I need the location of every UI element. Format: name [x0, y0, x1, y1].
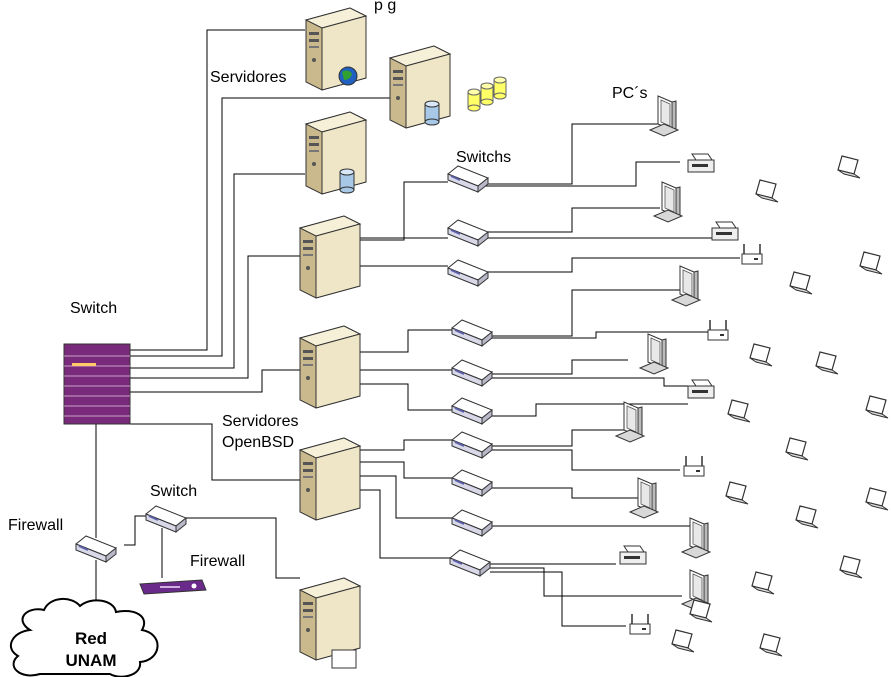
cloud-label-red: Red	[74, 629, 108, 648]
wireless-ap-icon	[629, 613, 651, 635]
laptop-icon	[837, 155, 861, 179]
document-icon	[331, 649, 357, 669]
switch-icon	[451, 509, 493, 537]
monitor-icon	[681, 517, 711, 559]
laptop-icon	[689, 599, 713, 623]
printer-icon	[687, 379, 715, 399]
database-icon	[467, 76, 507, 112]
switch-icon	[451, 397, 493, 425]
monitor-icon	[653, 181, 683, 223]
server-icon	[299, 577, 361, 661]
wireless-ap-icon	[683, 455, 705, 477]
server-icon	[299, 437, 361, 521]
switch-icon	[451, 319, 493, 347]
switch-icon	[451, 431, 493, 459]
globe-icon	[338, 66, 358, 86]
laptop-icon	[725, 481, 749, 505]
cloud-icon	[9, 598, 159, 677]
server-icon	[389, 45, 451, 129]
laptop-icon	[727, 399, 751, 423]
database-icon	[424, 100, 440, 126]
label-firewall-device: Firewall	[190, 553, 246, 570]
label-pcs: PC´s	[612, 85, 648, 102]
laptop-icon	[865, 487, 889, 511]
connection-lines	[95, 29, 740, 627]
switch-icon	[447, 165, 489, 193]
switch-icon	[447, 259, 489, 287]
wireless-ap-icon	[741, 243, 763, 265]
laptop-icon	[671, 629, 695, 653]
printer-icon	[619, 545, 647, 565]
server-icon	[299, 325, 361, 409]
label-openbsd: OpenBSD	[222, 434, 295, 451]
label-switchs: Switchs	[456, 149, 512, 166]
laptop-icon	[755, 179, 779, 203]
switch-icon	[451, 469, 493, 497]
monitor-icon	[649, 95, 679, 137]
laptop-icon	[839, 555, 863, 579]
firewall-icon	[75, 535, 117, 563]
server-icon	[299, 215, 361, 299]
label-servidores-openbsd: Servidores	[222, 413, 299, 430]
laptop-icon	[759, 633, 783, 657]
printer-icon	[687, 153, 715, 173]
laptop-icon	[749, 343, 773, 367]
switch-icon	[447, 219, 489, 247]
label-firewall-left: Firewall	[8, 517, 64, 534]
label-servidores: Servidores	[210, 69, 287, 86]
label-title-fragment: p g	[374, 0, 397, 14]
laptop-icon	[859, 251, 883, 275]
cloud-label-unam: UNAM	[65, 651, 117, 670]
wireless-ap-icon	[707, 319, 729, 341]
core-switch-icon	[63, 343, 131, 425]
laptop-icon	[785, 437, 809, 461]
printer-icon	[711, 221, 739, 241]
monitor-icon	[639, 333, 669, 375]
laptop-icon	[751, 571, 775, 595]
label-switch-core: Switch	[70, 300, 118, 317]
laptop-icon	[789, 271, 813, 295]
switch-icon	[451, 359, 493, 387]
database-icon	[339, 168, 355, 194]
monitor-icon	[615, 401, 645, 443]
switch-icon	[145, 505, 187, 533]
label-switch-small: Switch	[150, 483, 198, 500]
laptop-icon	[815, 351, 839, 375]
server-icon	[305, 111, 367, 195]
switch-icon	[449, 549, 491, 577]
monitor-icon	[671, 265, 701, 307]
firewall-icon	[139, 579, 207, 595]
laptop-icon	[865, 395, 889, 419]
laptop-icon	[795, 505, 819, 529]
